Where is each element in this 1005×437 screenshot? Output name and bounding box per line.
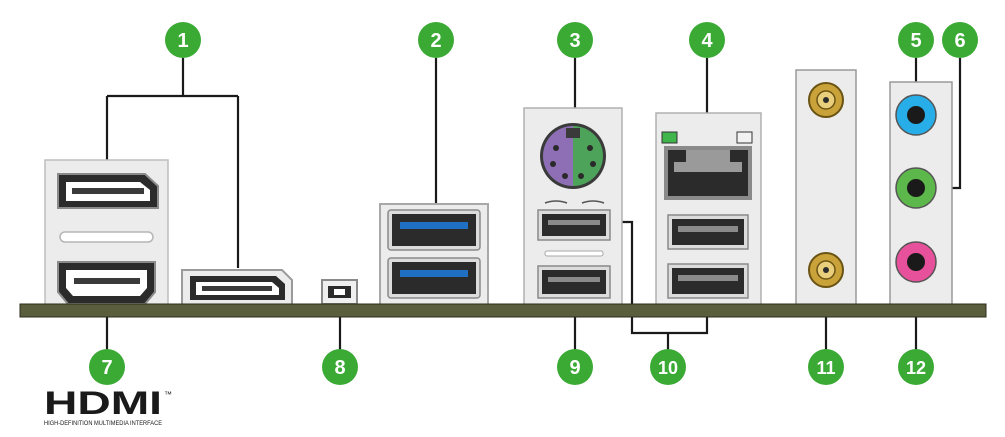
callout-12: 12 [898, 349, 934, 385]
ps2-usb-stack [523, 107, 623, 309]
callout-1: 1 [165, 22, 201, 58]
svg-text:8: 8 [334, 357, 345, 379]
hdmi-logo-icon: HDMI ™ HIGH-DEFINITION MULTIMEDIA INTERF… [44, 385, 172, 427]
audio-stack [889, 81, 953, 309]
callout-3: 3 [557, 22, 593, 58]
displayport-connector-icon [57, 173, 159, 209]
hdmi-tagline: HIGH-DEFINITION MULTIMEDIA INTERFACE [44, 421, 162, 427]
audio-jack-icon [895, 94, 937, 136]
rj45-connector-icon [661, 131, 753, 200]
svg-text:2: 2 [430, 30, 441, 52]
callout-9: 9 [557, 349, 593, 385]
callout-10: 10 [650, 349, 686, 385]
flashback-button-icon [321, 279, 358, 305]
callout-11: 11 [808, 349, 844, 385]
displayport-connector-icon [181, 269, 293, 306]
svg-text:6: 6 [954, 30, 965, 52]
hdmi-trademark: ™ [164, 390, 172, 399]
callout-8: 8 [322, 349, 358, 385]
hdmi-connector-icon [57, 261, 156, 305]
callout-5: 5 [898, 22, 934, 58]
hdmi-wordmark: HDMI [44, 385, 162, 421]
callout-4: 4 [689, 22, 725, 58]
dp-hdmi-stack [44, 159, 169, 311]
audio-jack-icon [895, 241, 937, 283]
lan-usb-stack [655, 112, 762, 309]
svg-text:12: 12 [906, 358, 926, 378]
svg-text:1: 1 [177, 30, 188, 52]
wifi-antenna-connector-icon [808, 82, 844, 118]
svg-text:5: 5 [910, 30, 921, 52]
callout-2: 2 [418, 22, 454, 58]
audio-jack-icon [895, 167, 937, 209]
svg-text:10: 10 [658, 358, 678, 378]
io-baseplate [19, 303, 987, 318]
svg-text:11: 11 [816, 358, 835, 378]
wifi-antenna-module [795, 69, 857, 309]
callout-6: 6 [942, 22, 978, 58]
svg-text:3: 3 [569, 30, 580, 52]
svg-text:9: 9 [569, 357, 580, 379]
callout-7: 7 [89, 349, 125, 385]
usb3-stack [379, 203, 489, 309]
svg-text:7: 7 [101, 357, 112, 379]
wifi-antenna-connector-icon [808, 252, 844, 288]
svg-text:4: 4 [701, 30, 713, 52]
ps2-connector-icon [540, 123, 606, 189]
